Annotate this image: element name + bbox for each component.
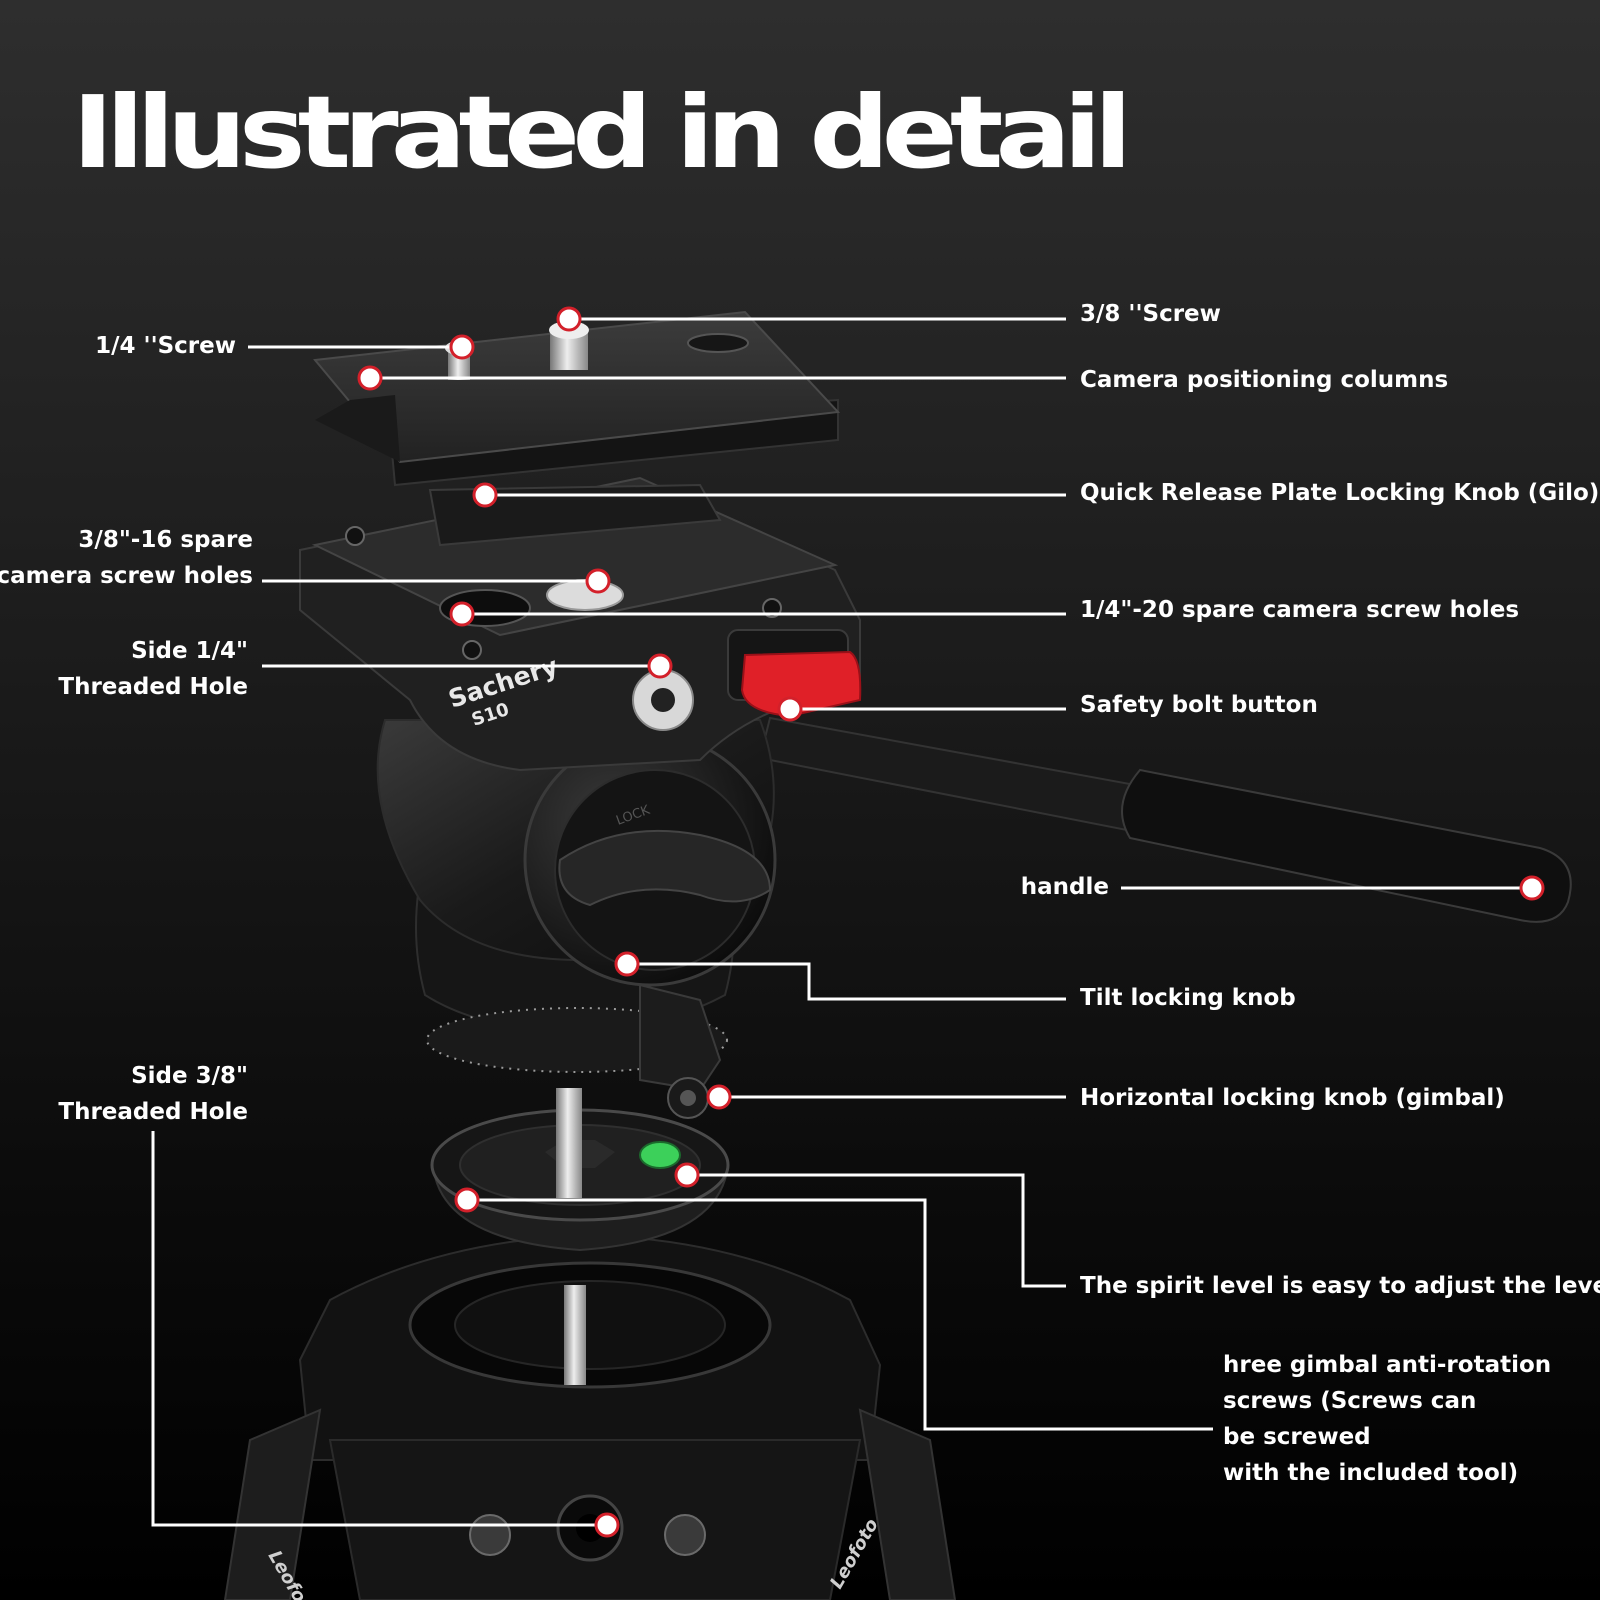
tripod-base: Leofoto Leofoto — [223, 1233, 957, 1600]
label-spare-holes-quarter: 1/4"-20 spare camera screw holes — [1080, 597, 1520, 623]
label-spirit-level: The spirit level is easy to adjust the l… — [1080, 1273, 1600, 1299]
label-horizontal-knob: Horizontal locking knob (gimbal) — [1080, 1085, 1505, 1111]
label-tilt-knob: Tilt locking knob — [1080, 985, 1296, 1011]
label-side-quarter-hole: Side 1/4" Threaded Hole — [58, 638, 248, 700]
page-title: Illustrated in detail — [72, 74, 1132, 191]
label-side-three-eighth-hole: Side 3/8" Threaded Hole — [58, 1063, 248, 1125]
label-quarter-inch-screw: 1/4 ''Screw — [95, 333, 236, 359]
callout-lines — [151, 317, 1532, 1527]
pan-handle — [758, 716, 1572, 923]
label-anti-rotation-screws: hree gimbal anti-rotation screws (Screws… — [1223, 1352, 1552, 1486]
upper-screw — [556, 1088, 582, 1198]
label-positioning-columns: Camera positioning columns — [1080, 367, 1449, 393]
tilt-knob-grip — [558, 829, 772, 907]
fluid-head-body: LOCK — [376, 719, 777, 1119]
label-spare-holes-three-eighth: 3/8"-16 spare camera screw holes — [0, 527, 253, 589]
spirit-level-bubble — [639, 1141, 681, 1169]
quick-release-plate — [313, 310, 841, 487]
label-plate-locking-knob: Quick Release Plate Locking Knob (Gilo) — [1080, 480, 1600, 506]
label-three-eighth-screw: 3/8 ''Screw — [1080, 301, 1221, 327]
callout-markers — [357, 306, 1545, 1538]
lower-screw — [564, 1285, 586, 1385]
label-handle: handle — [1020, 874, 1109, 900]
label-safety-bolt: Safety bolt button — [1080, 692, 1318, 718]
